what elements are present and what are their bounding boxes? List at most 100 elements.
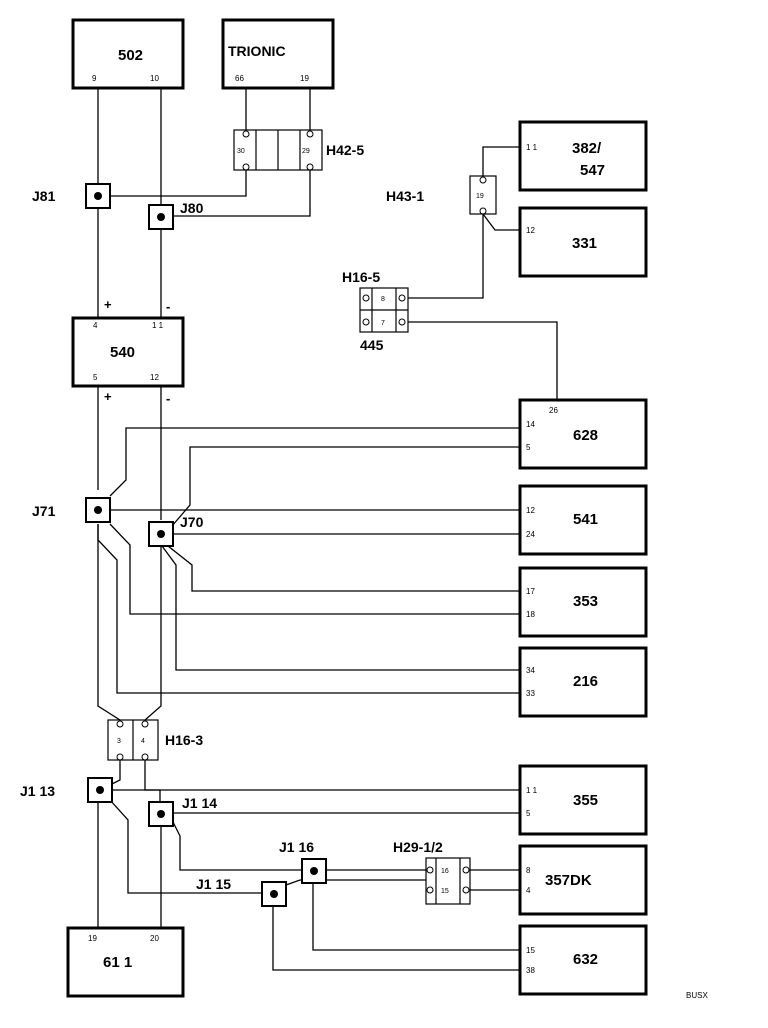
wire-j1-14-to-j1-16: [171, 819, 302, 871]
component-trionic-label: TRIONIC: [228, 43, 286, 59]
connector-h42-5: 30 29 H42-5: [233, 129, 364, 171]
component-355-label: 355: [573, 792, 598, 809]
component-541-pin: 12: [526, 506, 535, 515]
component-540-pin: 12: [150, 373, 159, 382]
polarity-plus: +: [104, 297, 112, 312]
component-357dk-pin: 4: [526, 886, 531, 895]
component-trionic-pin: 19: [300, 74, 309, 83]
component-353: 353 17 18: [518, 566, 648, 638]
polarity-minus: -: [166, 391, 170, 406]
junction-j1-15: J1 15: [196, 876, 287, 907]
component-628-pin: 14: [526, 420, 535, 429]
component-628-label: 628: [573, 427, 598, 444]
connector-h29-1-2: 16 15 H29-1/2: [393, 839, 471, 905]
component-628-pin: 5: [526, 443, 531, 452]
junction-j70: J70: [148, 514, 204, 547]
connector-h16-5-pin: 7: [381, 320, 385, 327]
junction-j1-14: J1 14: [148, 795, 217, 827]
component-632-pin: 15: [526, 946, 535, 955]
component-331: 331 12: [518, 206, 648, 278]
component-540-pin: 1 1: [152, 321, 164, 330]
component-611: 61 1 19 20: [66, 926, 185, 998]
component-502-pin: 10: [150, 74, 159, 83]
junction-j1-14-label: J1 14: [182, 795, 217, 811]
component-382-label: 382/: [572, 140, 602, 157]
connector-h42-pin: 30: [237, 148, 245, 155]
connector-h29-pin: 15: [441, 888, 449, 895]
component-611-pin: 19: [88, 934, 97, 943]
connector-h42-label: H42-5: [326, 142, 364, 158]
junction-j1-16-label: J1 16: [279, 839, 314, 855]
connector-h42-pin: 29: [302, 148, 310, 155]
junction-j1-16: J1 16: [279, 839, 327, 884]
junction-j71: J71: [32, 497, 111, 523]
connector-h16-3-label: H16-3: [165, 732, 203, 748]
wire-j1-16-to-632-15: [312, 882, 520, 951]
component-541-pin: 24: [526, 530, 535, 539]
connector-h29-pin: 16: [441, 868, 449, 875]
component-540-pin: 4: [93, 321, 98, 330]
connector-h43-1: 19 H43-1: [386, 175, 497, 215]
junction-j80-label: J80: [180, 200, 204, 216]
polarity-minus: -: [166, 299, 170, 314]
component-trionic-pin: 66: [235, 74, 244, 83]
junction-j1-13: J1 13: [20, 777, 113, 803]
component-357dk-label: 357DK: [545, 872, 592, 889]
component-541-label: 541: [573, 511, 598, 528]
junction-j80: J80: [148, 200, 204, 230]
wire-j70-to-216-34: [161, 545, 520, 671]
connector-h43-label: H43-1: [386, 188, 424, 204]
wire-h42-30-to-j81: [110, 170, 247, 197]
component-355-pin: 5: [526, 809, 531, 818]
wire-h16-3-4-to-j1-14: [144, 760, 161, 802]
wire-h43-to-h16-5: [404, 214, 484, 299]
connector-h16-5-pin: 8: [381, 296, 385, 303]
wire-j71-to-353-18: [109, 523, 520, 615]
component-632-pin: 38: [526, 966, 535, 975]
component-355-pin: 1 1: [526, 786, 538, 795]
wire-h42-29-to-j80: [172, 170, 311, 217]
component-353-pin: 18: [526, 610, 535, 619]
connector-h43-pin: 19: [476, 193, 484, 200]
junction-j71-label: J71: [32, 503, 56, 519]
connector-h16-3-pin: 4: [141, 738, 145, 745]
connector-h16-5-sublabel: 445: [360, 337, 384, 353]
diagram-code: BUSX: [686, 991, 708, 1000]
component-611-label: 61 1: [103, 954, 132, 971]
wire-j1-15-to-632-38: [272, 906, 520, 971]
component-632: 632 15 38: [518, 924, 648, 996]
wire-j1-13-to-j1-15: [109, 799, 262, 894]
wire-j70-to-353-17: [167, 545, 520, 592]
connector-h16-5: 8 7 H16-5 445: [342, 269, 409, 353]
polarity-plus: +: [104, 389, 112, 404]
connector-h16-3: 3 4 H16-3: [107, 719, 203, 761]
component-355: 355 1 1 5: [518, 764, 648, 836]
component-353-pin: 17: [526, 587, 535, 596]
component-216-pin: 34: [526, 666, 535, 675]
wire-j71-down-to-h16-3: [97, 524, 121, 721]
component-502-pin: 9: [92, 74, 97, 83]
component-540-pin: 5: [93, 373, 98, 382]
junction-j81: J81: [32, 183, 111, 209]
junction-j81-label: J81: [32, 188, 56, 204]
junction-j1-15-label: J1 15: [196, 876, 231, 892]
connector-h29-label: H29-1/2: [393, 839, 443, 855]
wire-382-to-h43: [482, 146, 520, 176]
component-628: 628 26 14 5: [518, 398, 648, 470]
component-216-label: 216: [573, 673, 598, 690]
junction-j70-label: J70: [180, 514, 204, 530]
component-216-pin: 33: [526, 689, 535, 698]
wire-j71-to-628-14: [109, 427, 520, 497]
wire-j70-to-628-5: [171, 446, 520, 527]
component-357dk: 357DK 8 4: [518, 844, 648, 916]
component-611-pin: 20: [150, 934, 159, 943]
wire-h43-to-331: [482, 213, 520, 231]
wire-j70-down-to-h16-3: [144, 546, 162, 721]
component-540: 540 4 1 1 5 12: [71, 316, 185, 388]
component-502-label: 502: [118, 47, 143, 64]
component-541: 541 12 24: [518, 484, 648, 556]
component-331-pin: 12: [526, 226, 535, 235]
component-357dk-pin: 8: [526, 866, 531, 875]
component-628-pin: 26: [549, 406, 558, 415]
